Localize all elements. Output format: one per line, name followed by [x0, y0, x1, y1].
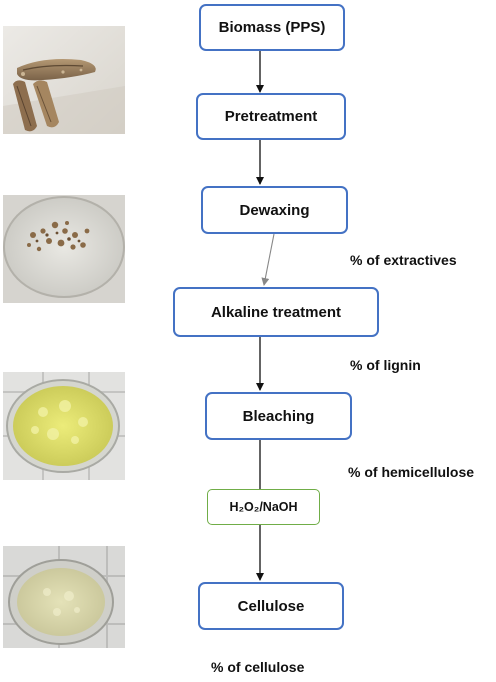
step-dewaxing: Dewaxing [201, 186, 348, 234]
step-biomass: Biomass (PPS) [199, 4, 345, 51]
dewaxed-biomass-photo [3, 195, 125, 303]
step-cellulose-label: Cellulose [237, 597, 305, 615]
note-lignin: % of lignin [350, 357, 421, 373]
reagent-box: H₂O₂/NaOH [207, 489, 320, 525]
note-cellulose: % of cellulose [211, 659, 305, 675]
note-hemicellulose: % of hemicellulose [348, 464, 475, 480]
arrow-dewaxing-to-alkaline [261, 233, 275, 286]
step-pretreatment-label: Pretreatment [224, 108, 318, 125]
step-alkaline-treatment-label: Alkaline treatment [210, 303, 342, 321]
cellulose-powder-photo [3, 546, 125, 648]
alkaline-treated-pulp-photo [3, 372, 125, 480]
step-pretreatment: Pretreatment [196, 93, 346, 140]
step-bleaching-label: Bleaching [242, 407, 315, 425]
reagent-label: H₂O₂/NaOH [229, 500, 298, 514]
raw-biomass-photo [3, 26, 125, 134]
step-bleaching: Bleaching [205, 392, 352, 440]
note-extractives: % of extractives [350, 252, 457, 268]
step-cellulose: Cellulose [198, 582, 344, 630]
step-dewaxing-label: Dewaxing [239, 201, 310, 219]
step-alkaline-treatment: Alkaline treatment [173, 287, 379, 337]
step-biomass-label: Biomass (PPS) [218, 19, 326, 36]
